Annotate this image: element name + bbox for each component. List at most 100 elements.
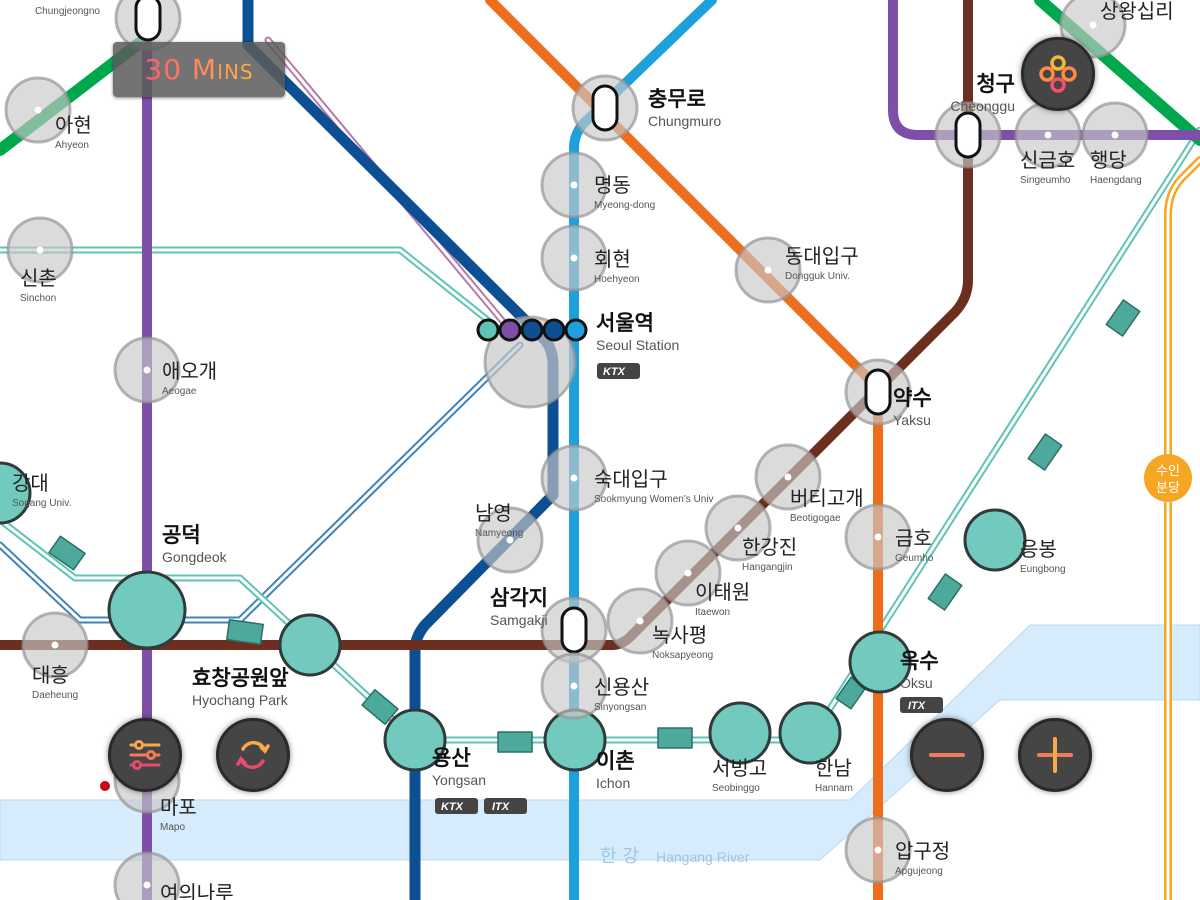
station-name-en: Noksapyeong	[652, 650, 713, 661]
station-dot	[570, 254, 578, 262]
location-dot	[100, 781, 110, 791]
station-name-en: Ahyeon	[55, 140, 89, 151]
station[interactable]	[734, 236, 802, 304]
bundang-line	[1164, 156, 1200, 900]
station[interactable]	[114, 0, 182, 52]
menu-button[interactable]	[1021, 37, 1095, 111]
station[interactable]	[113, 851, 181, 900]
station-name-en: Yongsan	[432, 772, 486, 788]
station-name-en: Samgakji	[490, 612, 548, 628]
station-dot	[874, 846, 882, 854]
station[interactable]	[278, 613, 342, 677]
station-name-en: Daeheung	[32, 690, 78, 701]
station-marker-selected[interactable]	[848, 630, 912, 694]
travel-time-label: 30 Mins	[144, 53, 254, 86]
station-marker-selected[interactable]	[963, 508, 1027, 572]
station[interactable]	[540, 224, 608, 292]
station-name-ko: 청구	[976, 72, 1015, 96]
station[interactable]	[844, 358, 912, 426]
station-name-ko: 삼각지	[490, 586, 548, 610]
station-marker-selected[interactable]	[107, 570, 187, 650]
station-dot	[570, 682, 578, 690]
station-name-ko: 아현	[55, 113, 92, 137]
station-marker-selected[interactable]	[0, 461, 32, 525]
station-name-en: Namyeong	[475, 528, 523, 539]
station-name-en: Sogang Univ.	[12, 498, 71, 509]
station-name-en: Hannam	[815, 783, 853, 794]
station[interactable]	[708, 701, 772, 765]
station-name-ko: 공덕	[162, 523, 201, 547]
station[interactable]	[778, 701, 842, 765]
station[interactable]	[383, 708, 447, 772]
station[interactable]	[704, 494, 772, 562]
station[interactable]	[476, 315, 588, 409]
station[interactable]	[654, 539, 722, 607]
station[interactable]	[1081, 101, 1149, 169]
station[interactable]	[540, 444, 608, 512]
station[interactable]	[540, 151, 608, 219]
station[interactable]	[107, 570, 187, 650]
station-marker-selected[interactable]	[383, 708, 447, 772]
station[interactable]	[476, 506, 544, 574]
station-dot	[143, 881, 151, 889]
station[interactable]	[844, 816, 912, 884]
station[interactable]	[21, 611, 89, 679]
ktx-badge-yongsan: KTX	[441, 801, 464, 813]
station[interactable]	[0, 461, 32, 525]
station-name-ko: 신금호	[1020, 148, 1075, 172]
station[interactable]	[540, 652, 608, 720]
station-name-ko: 충무로	[648, 87, 706, 111]
station[interactable]	[113, 336, 181, 404]
refresh-button[interactable]	[216, 718, 290, 792]
station-marker-selected[interactable]	[778, 701, 842, 765]
station[interactable]	[848, 630, 912, 694]
station-name-ko: 이태원	[695, 580, 750, 604]
station-name-ko: 한남	[815, 756, 852, 780]
station[interactable]	[963, 508, 1027, 572]
station-name-en: Gongdeok	[162, 549, 228, 565]
station-name-ko: 이촌	[596, 749, 635, 773]
station[interactable]	[540, 596, 608, 664]
station[interactable]	[6, 216, 74, 284]
station-name-en: Seobinggo	[712, 783, 760, 794]
station-name-en: Sinchon	[20, 293, 56, 304]
station-name-ko: 대흥	[32, 663, 69, 687]
station-dot	[36, 246, 44, 254]
station-name-ko: 상왕십리	[1100, 0, 1174, 23]
teal-connectors	[48, 299, 1141, 753]
station-name-en: Hyochang Park	[192, 692, 289, 708]
station-name-en: Haengdang	[1090, 175, 1142, 186]
station[interactable]	[606, 587, 674, 655]
station[interactable]	[754, 443, 822, 511]
station-dot	[874, 533, 882, 541]
station-dot	[34, 106, 42, 114]
station[interactable]	[934, 101, 1002, 169]
filter-button[interactable]	[108, 718, 182, 792]
bundang-badge: 수인 분당	[1144, 454, 1192, 502]
service-badges: KTX KTX ITX ITX	[435, 363, 943, 814]
station-name-ko: 옥수	[900, 649, 939, 673]
station-marker-selected[interactable]	[278, 613, 342, 677]
station-labels: Chungjeongno아현Ahyeon신촌Sinchon애오개Aeogae강대…	[12, 0, 1174, 900]
rings-menu-icon	[1039, 55, 1077, 93]
zoom-out-button[interactable]	[910, 718, 984, 792]
zoom-in-button[interactable]	[1018, 718, 1092, 792]
station-name-en: Dongguk Univ.	[785, 271, 850, 282]
station-name-ko: 남영	[475, 501, 512, 525]
station[interactable]	[844, 503, 912, 571]
river-label-en: Hangang River	[656, 849, 750, 865]
station-name-en: Yaksu	[893, 412, 931, 428]
transfer-line-dot	[498, 318, 522, 342]
station-dot	[570, 181, 578, 189]
station-name-en: Geumho	[895, 553, 934, 564]
station[interactable]	[571, 74, 639, 142]
station-marker-selected[interactable]	[708, 701, 772, 765]
station-marker[interactable]	[113, 851, 181, 900]
refresh-icon	[236, 740, 270, 770]
station[interactable]	[4, 76, 72, 144]
transfer-badge	[560, 606, 588, 654]
station-dot	[143, 366, 151, 374]
transfer-line-dot	[520, 318, 544, 342]
station-dot	[51, 641, 59, 649]
